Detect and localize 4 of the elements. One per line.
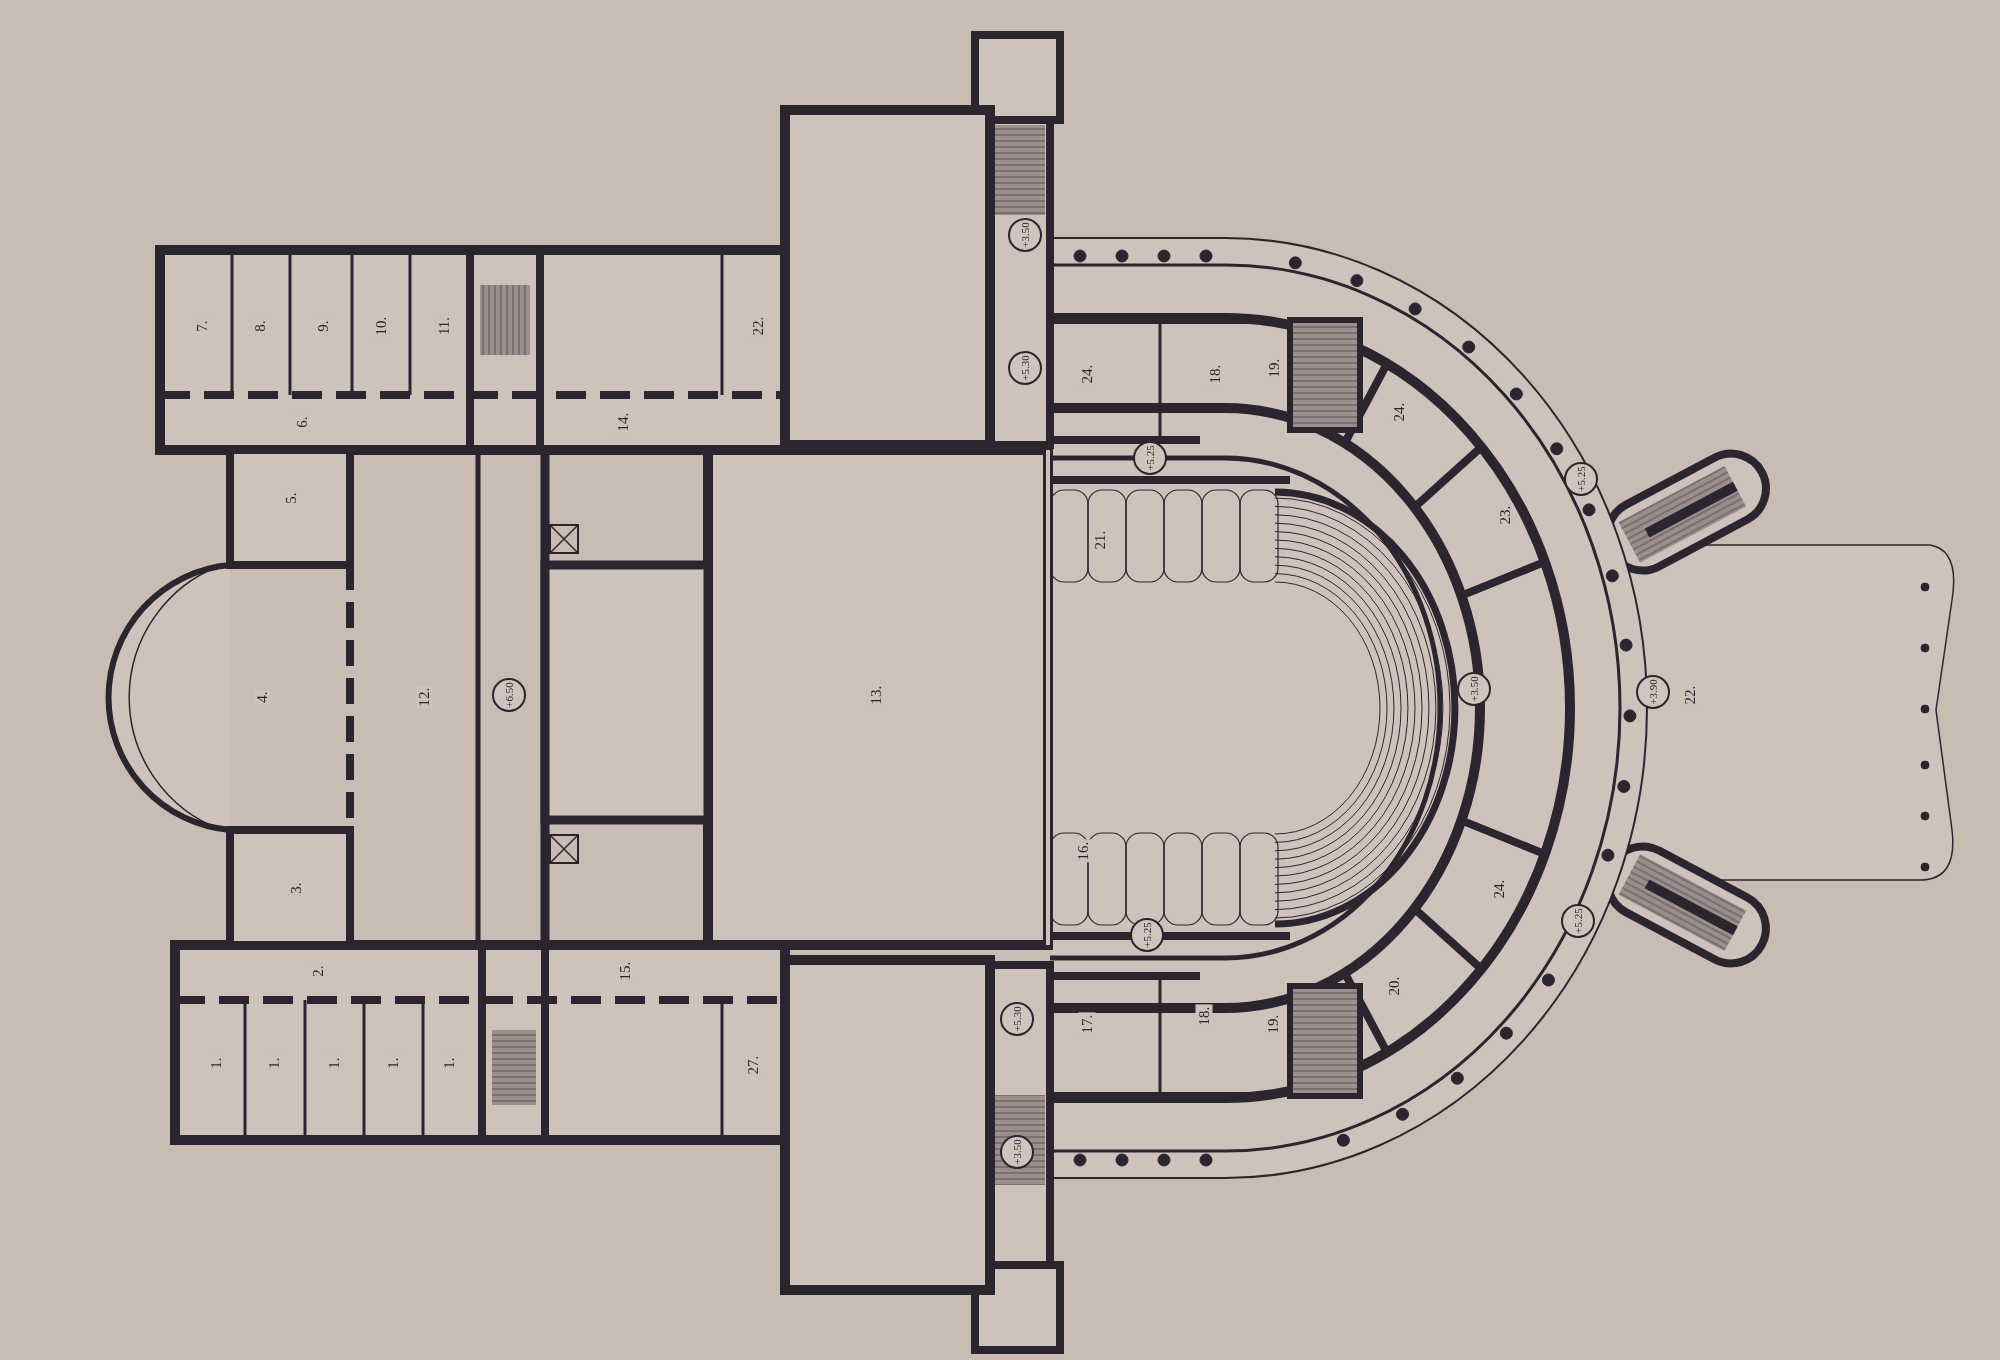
elevation-mark: +6.50 bbox=[492, 678, 526, 712]
room-number: 4. bbox=[253, 689, 271, 705]
room-number: 12. bbox=[415, 685, 433, 709]
room-number: 18. bbox=[1195, 1004, 1213, 1028]
